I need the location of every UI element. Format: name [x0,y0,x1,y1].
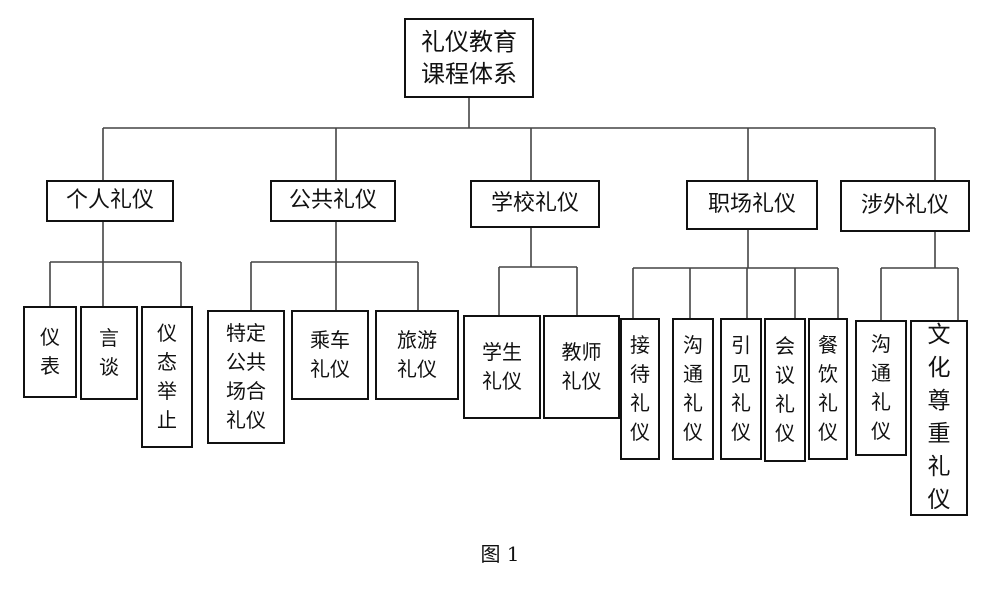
figure-caption: 图 1 [480,542,520,566]
leaf-label-line: 表 [40,354,60,378]
leaf-label-line: 沟 [871,332,891,356]
leaf-label-line: 待 [630,362,650,386]
leaf-label-line: 仪 [775,421,795,445]
leaf-node: 接待礼仪 [620,318,660,460]
leaf-node: 会议礼仪 [764,318,806,462]
leaf-label-line: 学生 [482,340,522,364]
leaf-label-line: 通 [683,362,703,386]
leaf-label-line: 礼 [683,391,703,415]
leaf-label-line: 文 [927,322,951,348]
leaf-label-line: 接 [630,333,650,357]
category-node: 职场礼仪 [686,180,818,230]
leaf-label-line: 化 [927,355,951,381]
leaf-node: 学生礼仪 [463,315,541,419]
leaf-label-line: 举 [157,379,177,403]
leaf-label-line: 礼仪 [310,357,350,381]
leaf-node: 特定公共场合礼仪 [207,310,285,444]
leaf-node: 引见礼仪 [720,318,762,460]
category-label: 涉外礼仪 [860,193,949,218]
leaf-label-line: 尊 [927,388,951,414]
category-node: 学校礼仪 [470,180,600,228]
leaf-label-line: 仪 [630,420,650,444]
leaf-label-line: 议 [775,363,795,387]
leaf-label-line: 旅游 [397,328,437,352]
leaf-label-line: 会 [775,334,795,358]
leaf-label-line: 仪 [927,487,951,513]
leaf-label-line: 态 [157,350,177,374]
leaf-label-line: 仪 [731,420,751,444]
category-node: 个人礼仪 [46,180,174,222]
category-node: 涉外礼仪 [840,180,970,232]
root-line-2: 课程体系 [421,60,517,88]
leaf-label-line: 礼仪 [482,369,522,393]
leaf-label-line: 饮 [818,362,838,386]
leaf-label-line: 教师 [561,340,602,364]
leaf-label-line: 止 [157,408,177,432]
leaf-label-line: 礼 [731,391,751,415]
leaf-label-line: 特定 [226,321,266,345]
leaf-label-line: 仪 [683,420,703,444]
leaf-label-line: 引 [731,333,751,357]
leaf-label-line: 礼仪 [561,369,602,393]
leaf-label-line: 餐 [818,333,838,357]
root-node: 礼仪教育 课程体系 [404,18,534,98]
category-label: 职场礼仪 [707,192,796,217]
category-label: 学校礼仪 [490,191,579,216]
leaf-label-line: 场合 [226,379,266,403]
leaf-label-line: 乘车 [310,328,350,352]
category-label: 公共礼仪 [288,188,377,213]
leaf-label-line: 仪 [871,419,891,443]
leaf-node: 言谈 [80,306,138,400]
leaf-label-line: 公共 [226,350,266,374]
leaf-label-line: 礼仪 [226,408,266,432]
root-line-1: 礼仪教育 [421,28,517,56]
leaf-label-line: 言 [99,326,119,350]
leaf-label-line: 仪 [157,321,177,345]
leaf-node: 文化尊重礼仪 [910,320,968,516]
leaf-label-line: 礼仪 [397,357,437,381]
leaf-label-line: 礼 [818,391,838,415]
category-label: 个人礼仪 [65,188,154,213]
leaf-label-line: 礼 [871,390,891,414]
leaf-node: 仪表 [23,306,77,398]
category-node: 公共礼仪 [270,180,396,222]
leaf-label-line: 礼 [630,391,650,415]
leaf-label-line: 仪 [818,420,838,444]
leaf-label-line: 通 [871,361,891,385]
leaf-label-line: 见 [731,362,751,386]
leaf-label-line: 仪 [40,325,60,349]
leaf-label-line: 礼 [775,392,795,416]
leaf-label-line: 谈 [99,355,119,379]
leaf-label-line: 重 [927,421,951,447]
leaf-node: 乘车礼仪 [291,310,369,400]
leaf-node: 教师礼仪 [543,315,620,419]
leaf-node: 沟通礼仪 [855,320,907,456]
leaf-label-line: 礼 [927,454,951,480]
leaf-node: 餐饮礼仪 [808,318,848,460]
leaf-node: 旅游礼仪 [375,310,459,400]
leaf-node: 仪态举止 [141,306,193,448]
leaf-node: 沟通礼仪 [672,318,714,460]
leaf-label-line: 沟 [683,333,703,357]
